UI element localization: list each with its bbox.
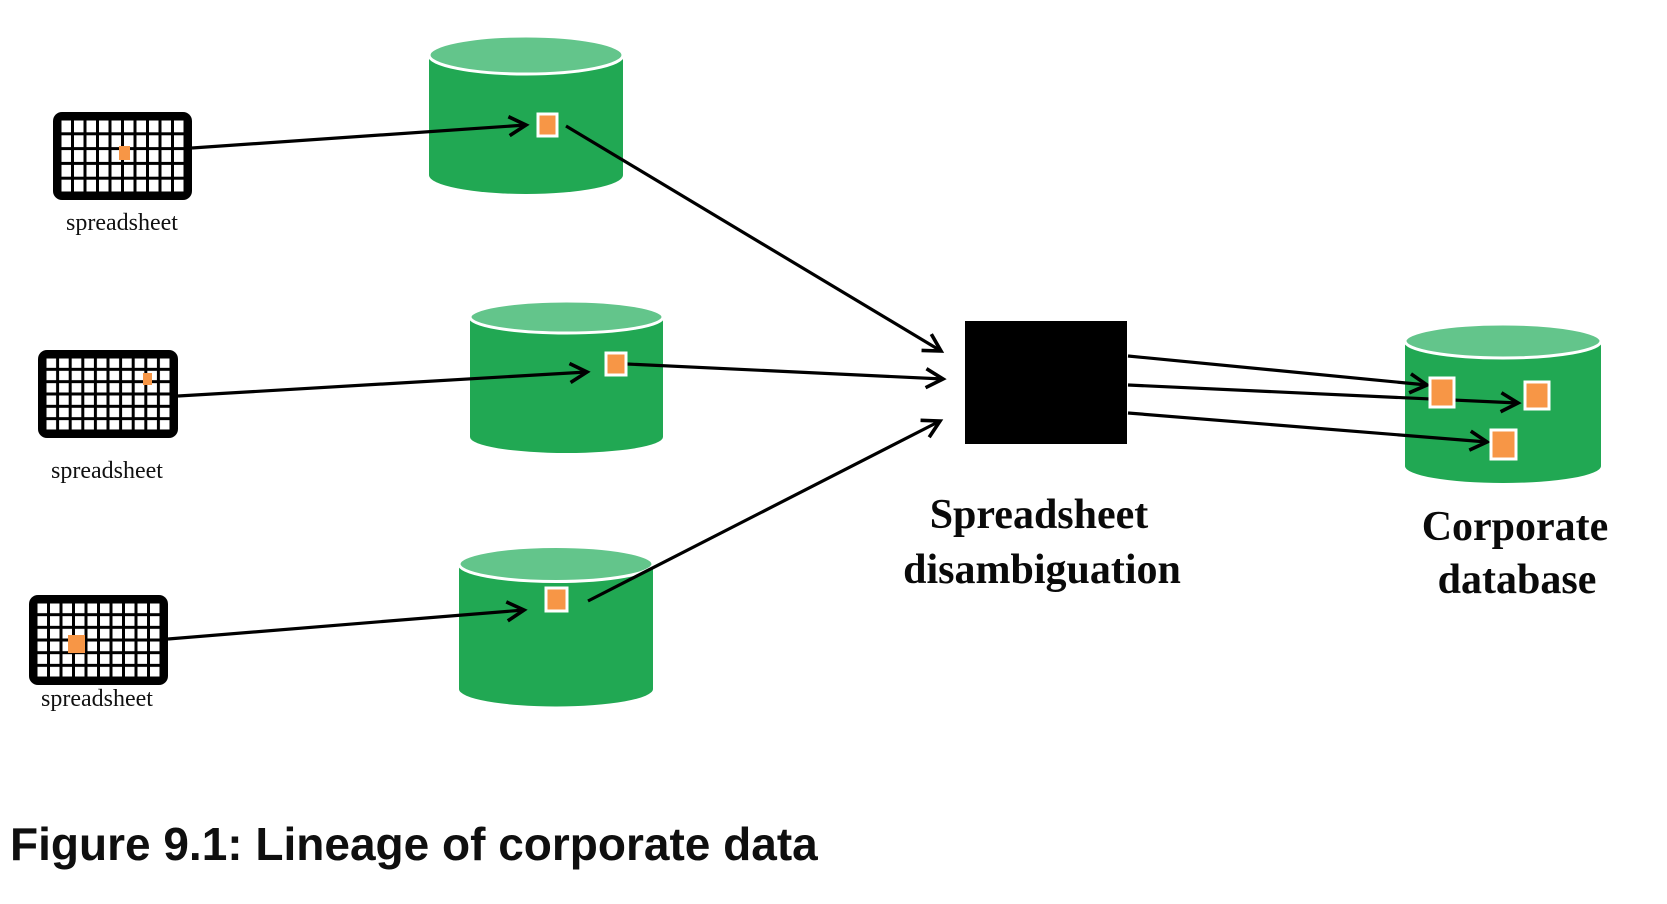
disambiguation-box [965, 321, 1127, 444]
data-cell-db2 [604, 351, 628, 377]
arrow-processor-to-corp-cell3 [1127, 411, 1491, 452]
processor-label-line1: Spreadsheet [930, 492, 1149, 538]
spreadsheet-icon-3 [29, 595, 168, 685]
cylinder-body [459, 564, 653, 707]
cylinder-top [457, 545, 655, 583]
arrow-db1-to-processor [565, 124, 945, 353]
data-cell-corp-3 [1489, 428, 1518, 461]
cylinder-body [470, 317, 663, 453]
cylinder-top [1403, 322, 1603, 360]
staging-database-2 [468, 299, 665, 453]
arrow-spreadsheet2-to-db2 [177, 361, 591, 398]
cylinder-body [429, 55, 623, 194]
spreadsheet-grid [36, 602, 161, 678]
figure-caption: Figure 9.1: Lineage of corporate data [10, 818, 818, 870]
arrow-processor-to-corp-cell1 [1127, 354, 1431, 395]
cylinder-body [1405, 341, 1601, 483]
cylinder-top [468, 299, 665, 335]
highlighted-cell [119, 146, 130, 160]
arrow-spreadsheet3-to-db3 [167, 600, 528, 641]
spreadsheet-icon-2 [38, 350, 178, 438]
spreadsheet-label-1: spreadsheet [66, 210, 178, 236]
processor-label-line2: disambiguation [903, 547, 1181, 593]
spreadsheet-label-2: spreadsheet [51, 458, 163, 484]
highlighted-cell [68, 635, 85, 653]
spreadsheet-label-3: spreadsheet [41, 686, 153, 712]
arrow-db3-to-processor [587, 418, 944, 603]
cylinder-top [427, 34, 625, 76]
highlighted-cell [143, 373, 152, 385]
staging-database-3 [457, 545, 655, 707]
arrow-db2-to-processor [626, 362, 947, 390]
staging-database-1 [427, 34, 625, 194]
spreadsheet-icon-1 [53, 112, 192, 200]
corporate-database-label-line2: database [1438, 557, 1597, 603]
corporate-database-label-line1: Corporate [1422, 504, 1609, 550]
data-cell-corp-1 [1428, 376, 1456, 409]
data-cell-corp-2 [1523, 380, 1551, 411]
arrow-spreadsheet1-to-db1 [191, 115, 530, 150]
spreadsheet-grid [45, 357, 171, 431]
data-cell-db3 [544, 586, 569, 613]
data-cell-db1 [536, 112, 559, 138]
